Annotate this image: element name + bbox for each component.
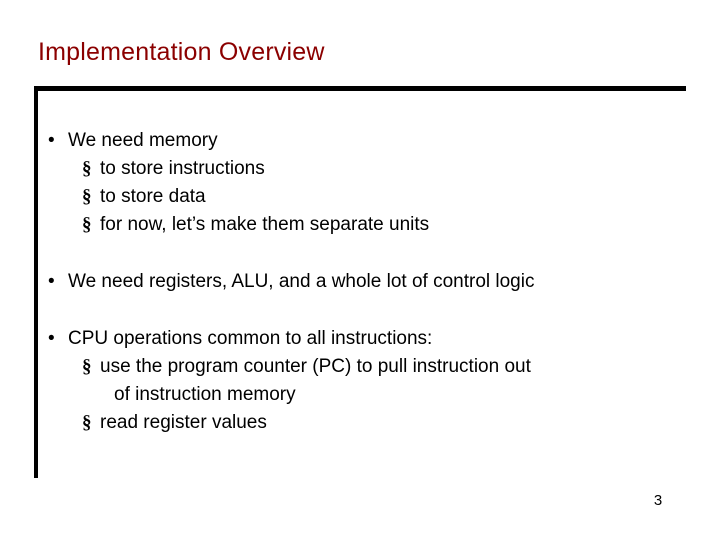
bullet-level2-text: for now, let’s make them separate units — [100, 214, 430, 235]
spacer — [38, 296, 688, 324]
bullet-level2-continuation: of instruction memory — [114, 384, 296, 405]
bullet-level1: • We need memory — [38, 126, 688, 155]
bullet-level2-text: to store instructions — [100, 158, 265, 179]
spacer — [38, 239, 688, 267]
bullet-level1-text: We need memory — [68, 130, 218, 151]
bullet-level2-text: use the program counter (PC) to pull ins… — [100, 356, 531, 377]
bullet-level2: § for now, let’s make them separate unit… — [38, 211, 688, 239]
bullet-level1-text: CPU operations common to all instruction… — [68, 328, 433, 349]
bullet-block-2: • We need registers, ALU, and a whole lo… — [38, 267, 688, 296]
bullet-level2-text: read register values — [100, 412, 267, 433]
bullet-section-icon: § — [82, 158, 92, 179]
page-title: Implementation Overview — [38, 38, 325, 66]
left-accent-bar — [34, 86, 38, 478]
bullet-level2: § use the program counter (PC) to pull i… — [38, 353, 688, 381]
bullet-dot-icon: • — [48, 271, 55, 292]
bullet-level1-text: We need registers, ALU, and a whole lot … — [68, 271, 535, 292]
bullet-dot-icon: • — [48, 328, 55, 349]
bullet-section-icon: § — [82, 186, 92, 207]
bullet-level1: • We need registers, ALU, and a whole lo… — [38, 267, 688, 296]
bullet-block-3: • CPU operations common to all instructi… — [38, 324, 688, 437]
bullet-level1: • CPU operations common to all instructi… — [38, 324, 688, 353]
page-number: 3 — [653, 492, 663, 509]
bullet-level2: § to store data — [38, 183, 688, 211]
bullet-level2: § to store instructions — [38, 155, 688, 183]
bullet-block-1: • We need memory § to store instructions… — [38, 126, 688, 239]
bullet-section-icon: § — [82, 214, 92, 235]
bullet-dot-icon: • — [48, 130, 55, 151]
title-divider — [34, 86, 686, 91]
slide-body: • We need memory § to store instructions… — [38, 126, 688, 437]
bullet-section-icon: § — [82, 356, 92, 377]
bullet-level2: § read register values — [38, 409, 688, 437]
bullet-section-icon: § — [82, 412, 92, 433]
bullet-level2-text: to store data — [100, 186, 206, 207]
